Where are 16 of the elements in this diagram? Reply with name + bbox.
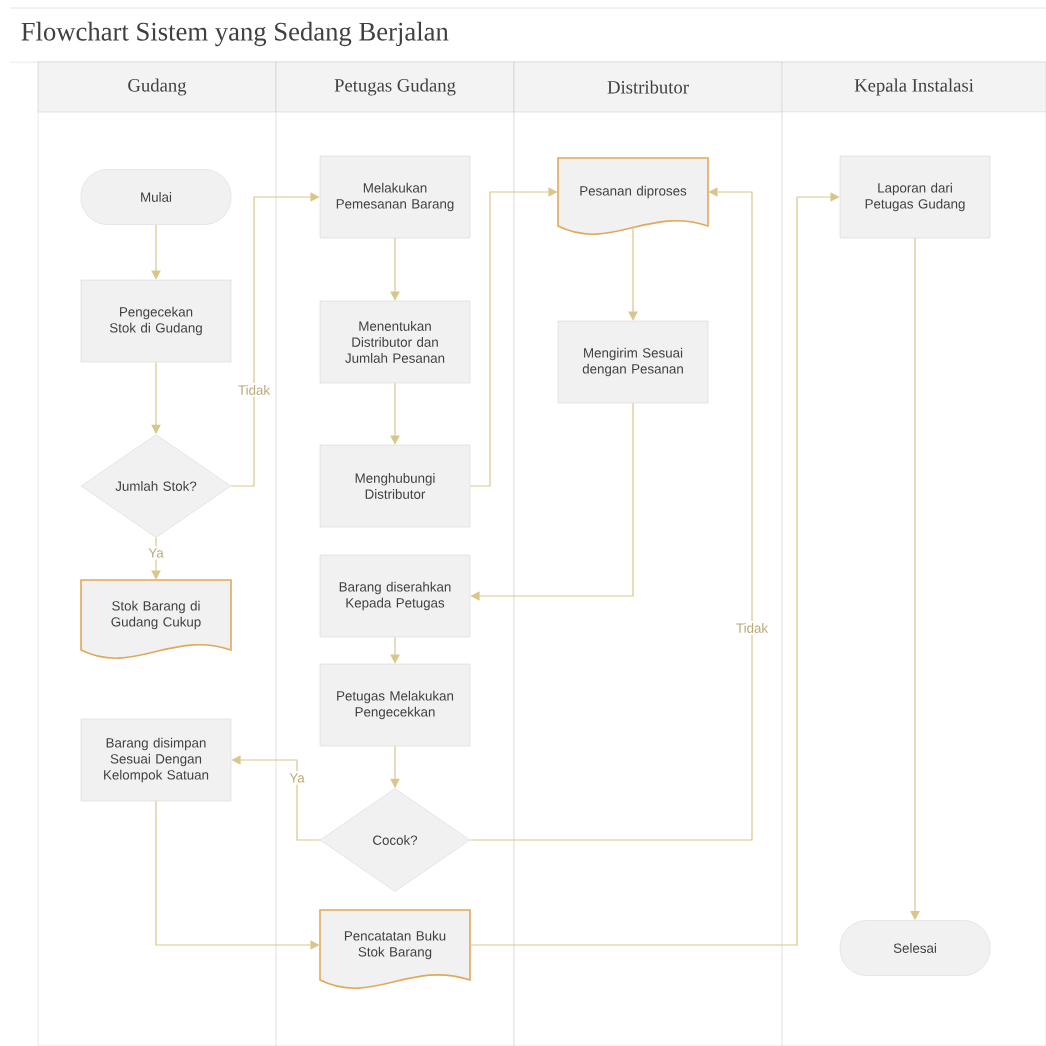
process-box: Laporan dari Petugas Gudang [839,155,991,239]
edge-label: Tidak [733,621,771,635]
process-box: Petugas Melakukan Pengecekkan [319,663,471,747]
process-box: Barang disimpan Sesuai Dengan Kelompok Satuan [80,718,232,802]
edge-label: Tidak [235,383,273,397]
process-box: Menghubungi Distributor [319,444,471,528]
title: Flowchart Sistem yang Sedang Berjalan [21,21,449,47]
process-box: Melakukan Pemesanan Barang [319,155,471,239]
edge-label: Ya [287,771,307,785]
process-box: Pengecekan Stok di Gudang [80,279,232,363]
process-box: Menentukan Distributor dan Jumlah Pesanan [319,300,471,384]
arrow [469,187,753,841]
node-label: Distributor [607,80,689,94]
process-box: Barang diserahkan Kepada Petugas [319,554,471,638]
edge-label: Ya [146,546,166,560]
process-box: Mengirim Sesuai dengan Pesanan [557,320,709,404]
